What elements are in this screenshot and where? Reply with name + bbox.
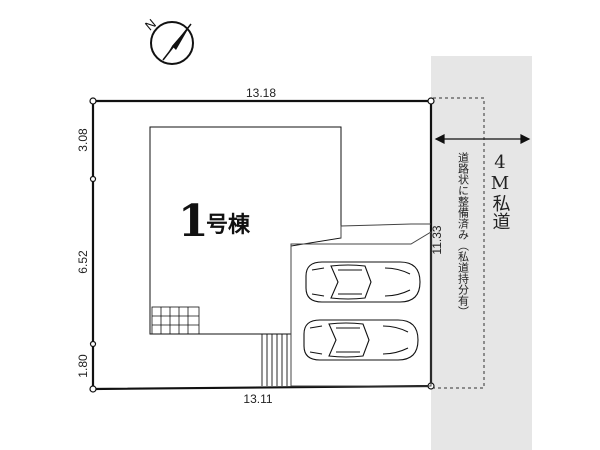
dimension-left-bottom: 1.80 [76,354,90,378]
parked-car [303,319,419,361]
dimension-bottom: 13.11 [243,392,272,406]
dimension-right: 11.33 [430,225,444,254]
dimension-left-middle: 6.52 [76,250,90,274]
dimension-top: 13.18 [246,86,276,100]
private-road [431,56,532,450]
parked-car [305,261,421,303]
road-width-label: 4M私道 [490,152,511,230]
road-width-arrow [434,134,531,144]
parking-area [290,231,432,387]
road-setback-line [433,97,485,389]
entrance-steps [261,334,288,386]
building-suffix: 号棟 [206,212,251,238]
compass-circle [150,21,194,65]
north-label: N [142,16,159,34]
north-arrow: N [142,16,194,65]
dimension-left-top: 3.08 [76,128,90,152]
building-number: 1 [178,196,209,247]
porch-grid [151,306,200,335]
road-note: 道路状に整備済み（私道持分有） [457,151,470,317]
